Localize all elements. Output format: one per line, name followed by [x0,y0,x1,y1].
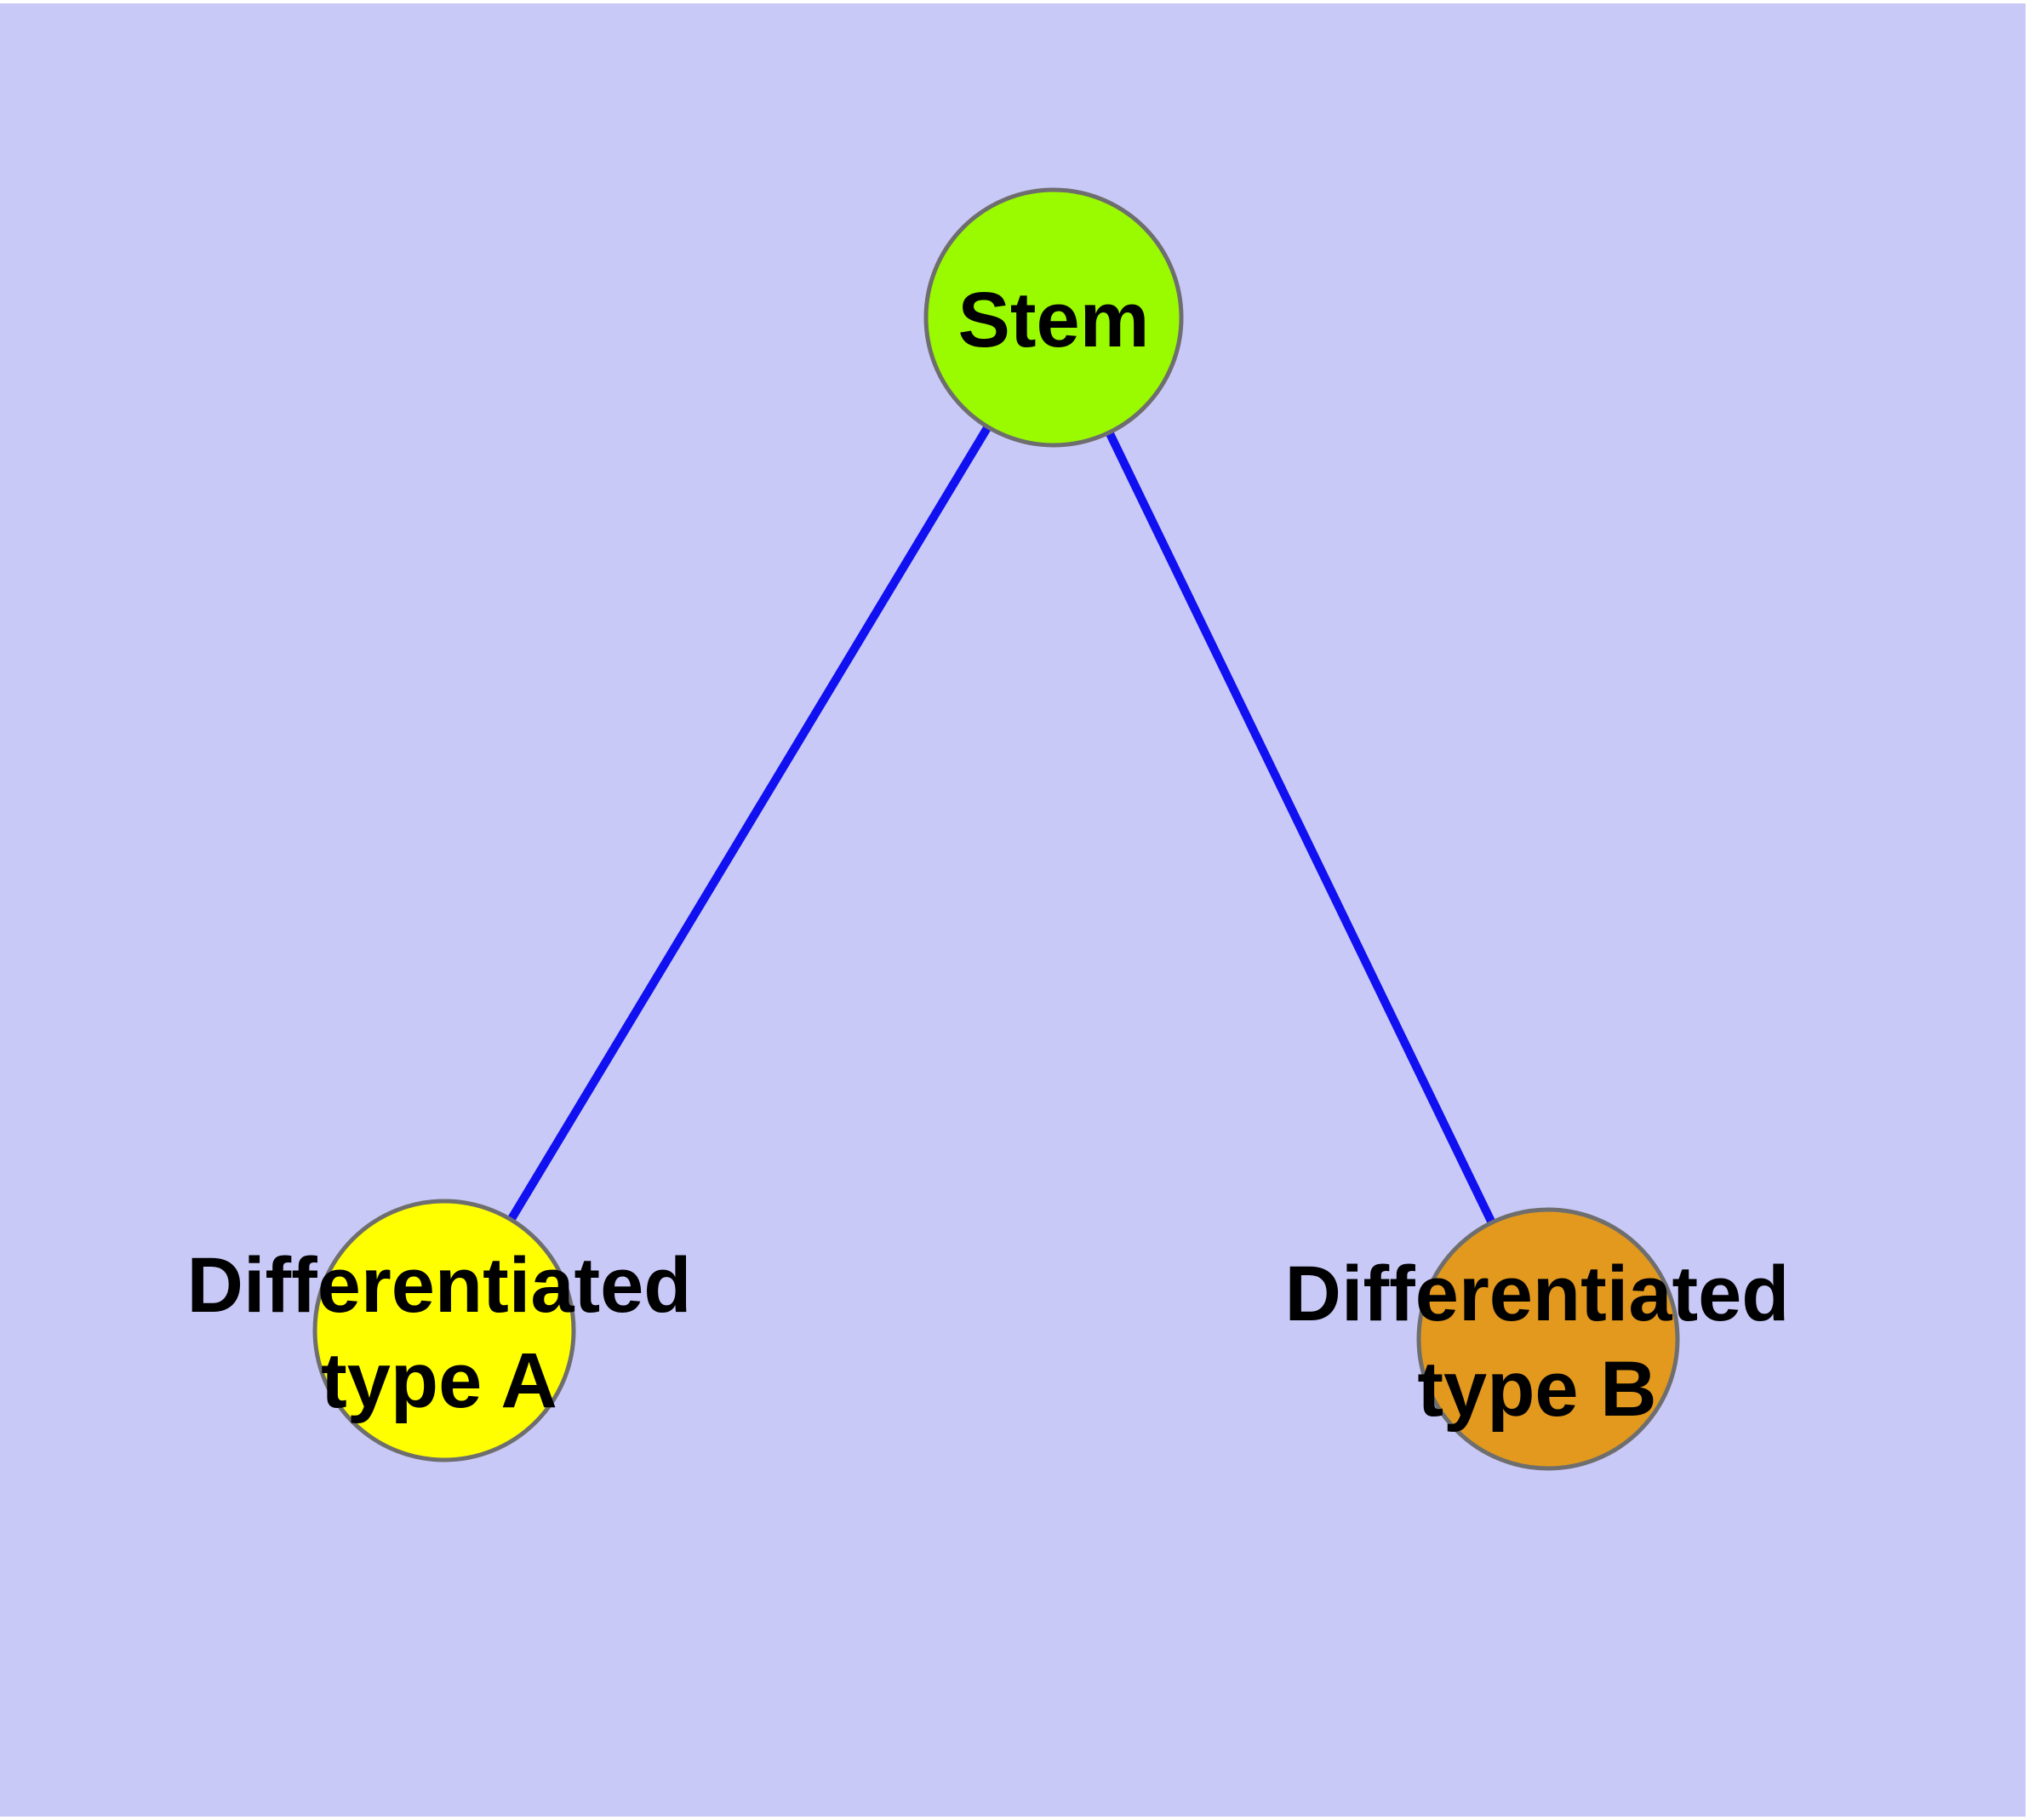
stem-node [923,187,1184,448]
type-b-node [1416,1207,1680,1471]
edge-stem-to-type-b [1049,315,1552,1342]
type-b-node-label: Differentiated type B [1284,1251,1790,1433]
stem-node-label: Stem [957,277,1150,363]
edge-stem-to-type-a [440,315,1058,1333]
type-a-node [312,1199,576,1462]
type-a-node-label: Differentiated type A [186,1242,692,1424]
